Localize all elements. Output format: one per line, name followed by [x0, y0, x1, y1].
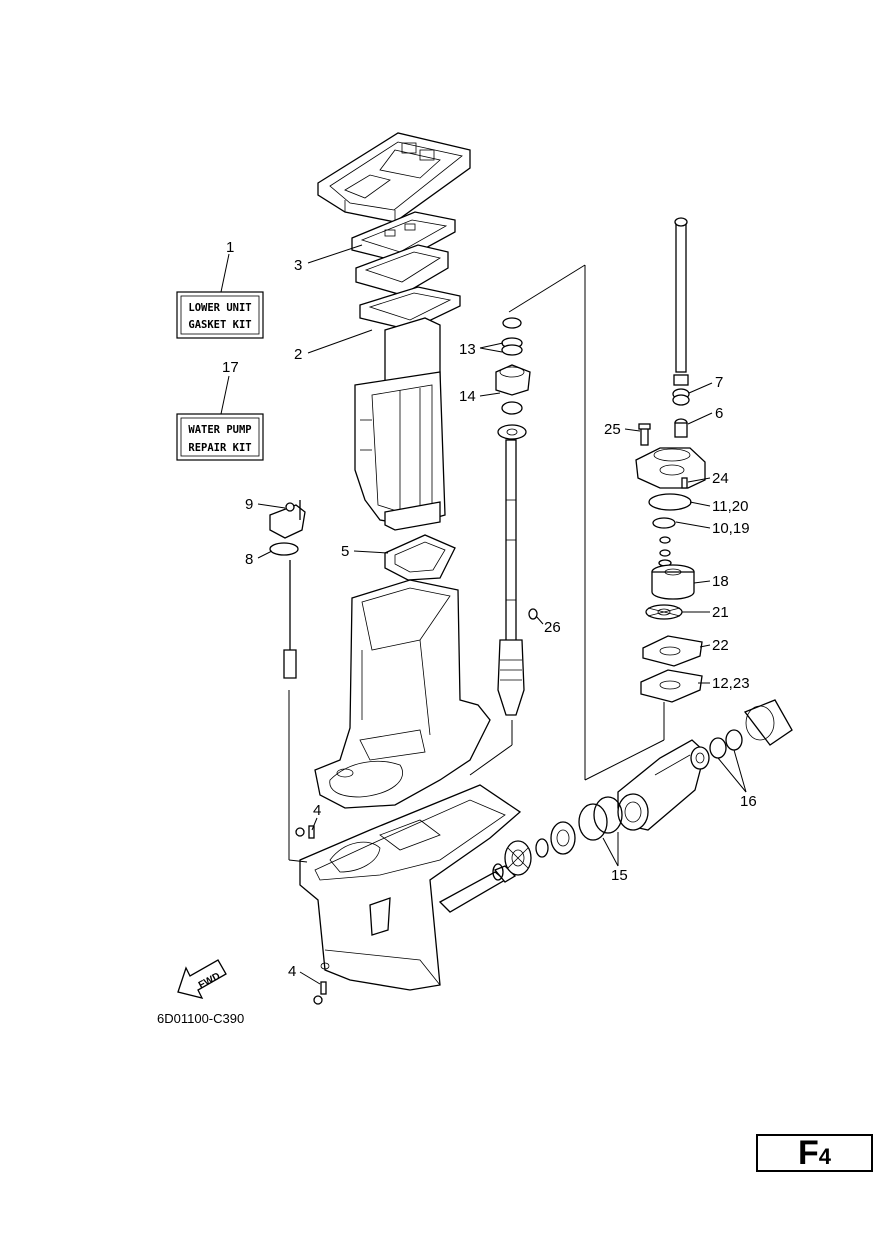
- washer-left: [492, 863, 504, 881]
- forward-gear: [504, 840, 532, 876]
- bolt-4b: [313, 981, 327, 1005]
- lower-unit-gasket-kit-box: LOWER UNIT GASKET KIT: [176, 291, 264, 339]
- callout-26: 26: [544, 619, 561, 636]
- callout-22: 22: [712, 637, 729, 654]
- spacer-plate: [355, 244, 449, 296]
- callout-4b: 4: [288, 963, 296, 980]
- shift-rod-assembly: [269, 500, 306, 679]
- keys-and-collars: [658, 536, 672, 567]
- diagram-code: 6D01100-C390: [157, 1011, 244, 1026]
- drive-shaft: [497, 439, 525, 716]
- propeller-shaft-housing: [617, 739, 706, 831]
- callout-10-19: 10,19: [712, 520, 750, 537]
- pump-housing: [635, 447, 706, 489]
- callout-25: 25: [604, 421, 621, 438]
- seal-10-19: [652, 517, 676, 529]
- lower-unit-kit-line1: LOWER UNIT: [188, 302, 251, 314]
- fwd-arrow-icon: FWD: [177, 959, 227, 999]
- grommet-7: [672, 374, 690, 406]
- cap-ring: [743, 699, 793, 746]
- callout-18: 18: [712, 573, 729, 590]
- callout-6: 6: [715, 405, 723, 422]
- page-tag-number: 4: [818, 1144, 832, 1169]
- page-tag-letter: F: [797, 1134, 819, 1172]
- upper-casing: [354, 317, 446, 531]
- gasket-5: [384, 534, 456, 581]
- callout-4a: 4: [313, 802, 321, 819]
- impeller-housing-18: [651, 564, 695, 600]
- seals-13: [501, 317, 523, 356]
- pin-24: [681, 477, 688, 489]
- callout-14: 14: [459, 388, 476, 405]
- water-pump-repair-kit-box: WATER PUMP REPAIR KIT: [176, 413, 264, 461]
- callout-9: 9: [245, 496, 253, 513]
- gasket-12-23: [640, 669, 703, 703]
- impeller-21: [645, 604, 683, 620]
- leader-1: [220, 253, 230, 293]
- collar-6: [674, 418, 688, 438]
- callout-2: 2: [294, 346, 302, 363]
- o-ring-11-20: [648, 493, 692, 511]
- gear-case: [299, 784, 522, 991]
- lower-unit-kit-line2: GASKET KIT: [188, 319, 251, 331]
- shim-center: [535, 838, 549, 858]
- gasket-2: [359, 286, 461, 331]
- bolt-4a: [295, 825, 315, 839]
- callout-1: 1: [226, 239, 234, 256]
- water-tube: [674, 217, 688, 373]
- callout-13: 13: [459, 341, 476, 358]
- water-pump-kit-line1: WATER PUMP: [188, 424, 251, 436]
- driveshaft-housing: [314, 579, 491, 809]
- callout-21: 21: [712, 604, 729, 621]
- callout-5: 5: [341, 543, 349, 560]
- gasket-3: [351, 211, 456, 263]
- upper-mount-plate: [317, 132, 471, 223]
- bearing-16a: [690, 746, 710, 770]
- bearing-housing-14: [495, 364, 531, 440]
- callout-15: 15: [611, 867, 628, 884]
- callout-24: 24: [712, 470, 729, 487]
- plate-22: [642, 635, 703, 667]
- bolt-25: [638, 423, 651, 446]
- callout-12-23: 12,23: [712, 675, 750, 692]
- callout-3: 3: [294, 257, 302, 274]
- o-rings-15: [578, 796, 623, 841]
- callout-16: 16: [740, 793, 757, 810]
- seals-16: [709, 729, 743, 759]
- page-tag: F 4: [756, 1134, 873, 1172]
- clip-26: [528, 608, 538, 620]
- leader-17: [220, 375, 230, 415]
- water-pump-kit-line2: REPAIR KIT: [188, 442, 251, 454]
- propeller-shaft: [438, 865, 517, 913]
- callout-11-20: 11,20: [712, 498, 748, 515]
- bearing-center: [550, 821, 576, 855]
- callout-8: 8: [245, 551, 253, 568]
- callout-7: 7: [715, 374, 723, 391]
- callout-17: 17: [222, 359, 239, 376]
